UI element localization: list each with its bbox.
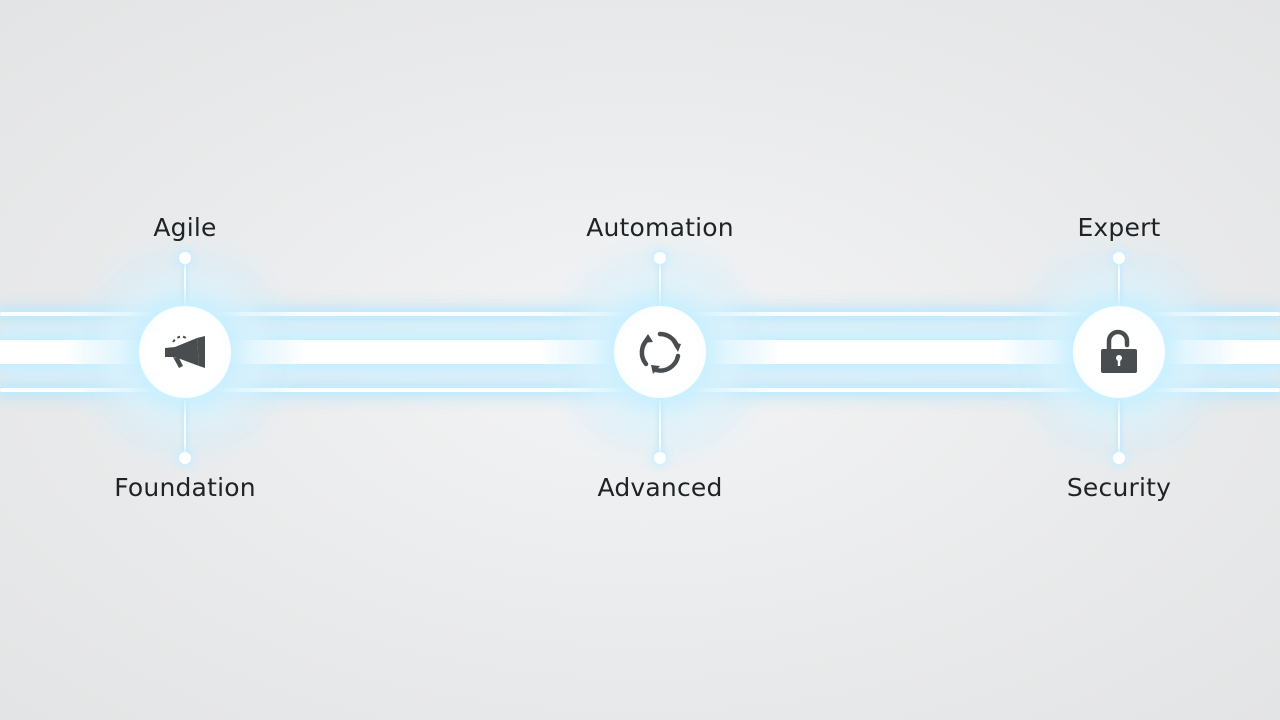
stage-circle [1073,306,1165,398]
connector-bottom [659,400,661,456]
stage-bottom-label: Security [1066,473,1172,502]
connector-dot [654,452,666,464]
stage-circle [614,306,706,398]
connector-top [184,258,186,306]
unlocked-padlock-icon [1097,327,1141,377]
stage-top-label: Agile [153,213,217,242]
connector-dot [1113,252,1125,264]
connector-bottom [184,400,186,456]
connector-top [1118,258,1120,306]
stage-top-label: Expert [1077,213,1161,242]
stage-bottom-label: Advanced [597,473,723,502]
connector-bottom [1118,400,1120,456]
connector-dot [179,452,191,464]
connector-top [659,258,661,306]
connector-dot [179,252,191,264]
stage-bottom-label: Foundation [114,473,256,502]
refresh-cycle-icon [634,326,686,378]
connector-dot [1113,452,1125,464]
stage-top-label: Automation [586,213,734,242]
connector-dot [654,252,666,264]
stage-circle [139,306,231,398]
megaphone-icon [159,330,211,374]
